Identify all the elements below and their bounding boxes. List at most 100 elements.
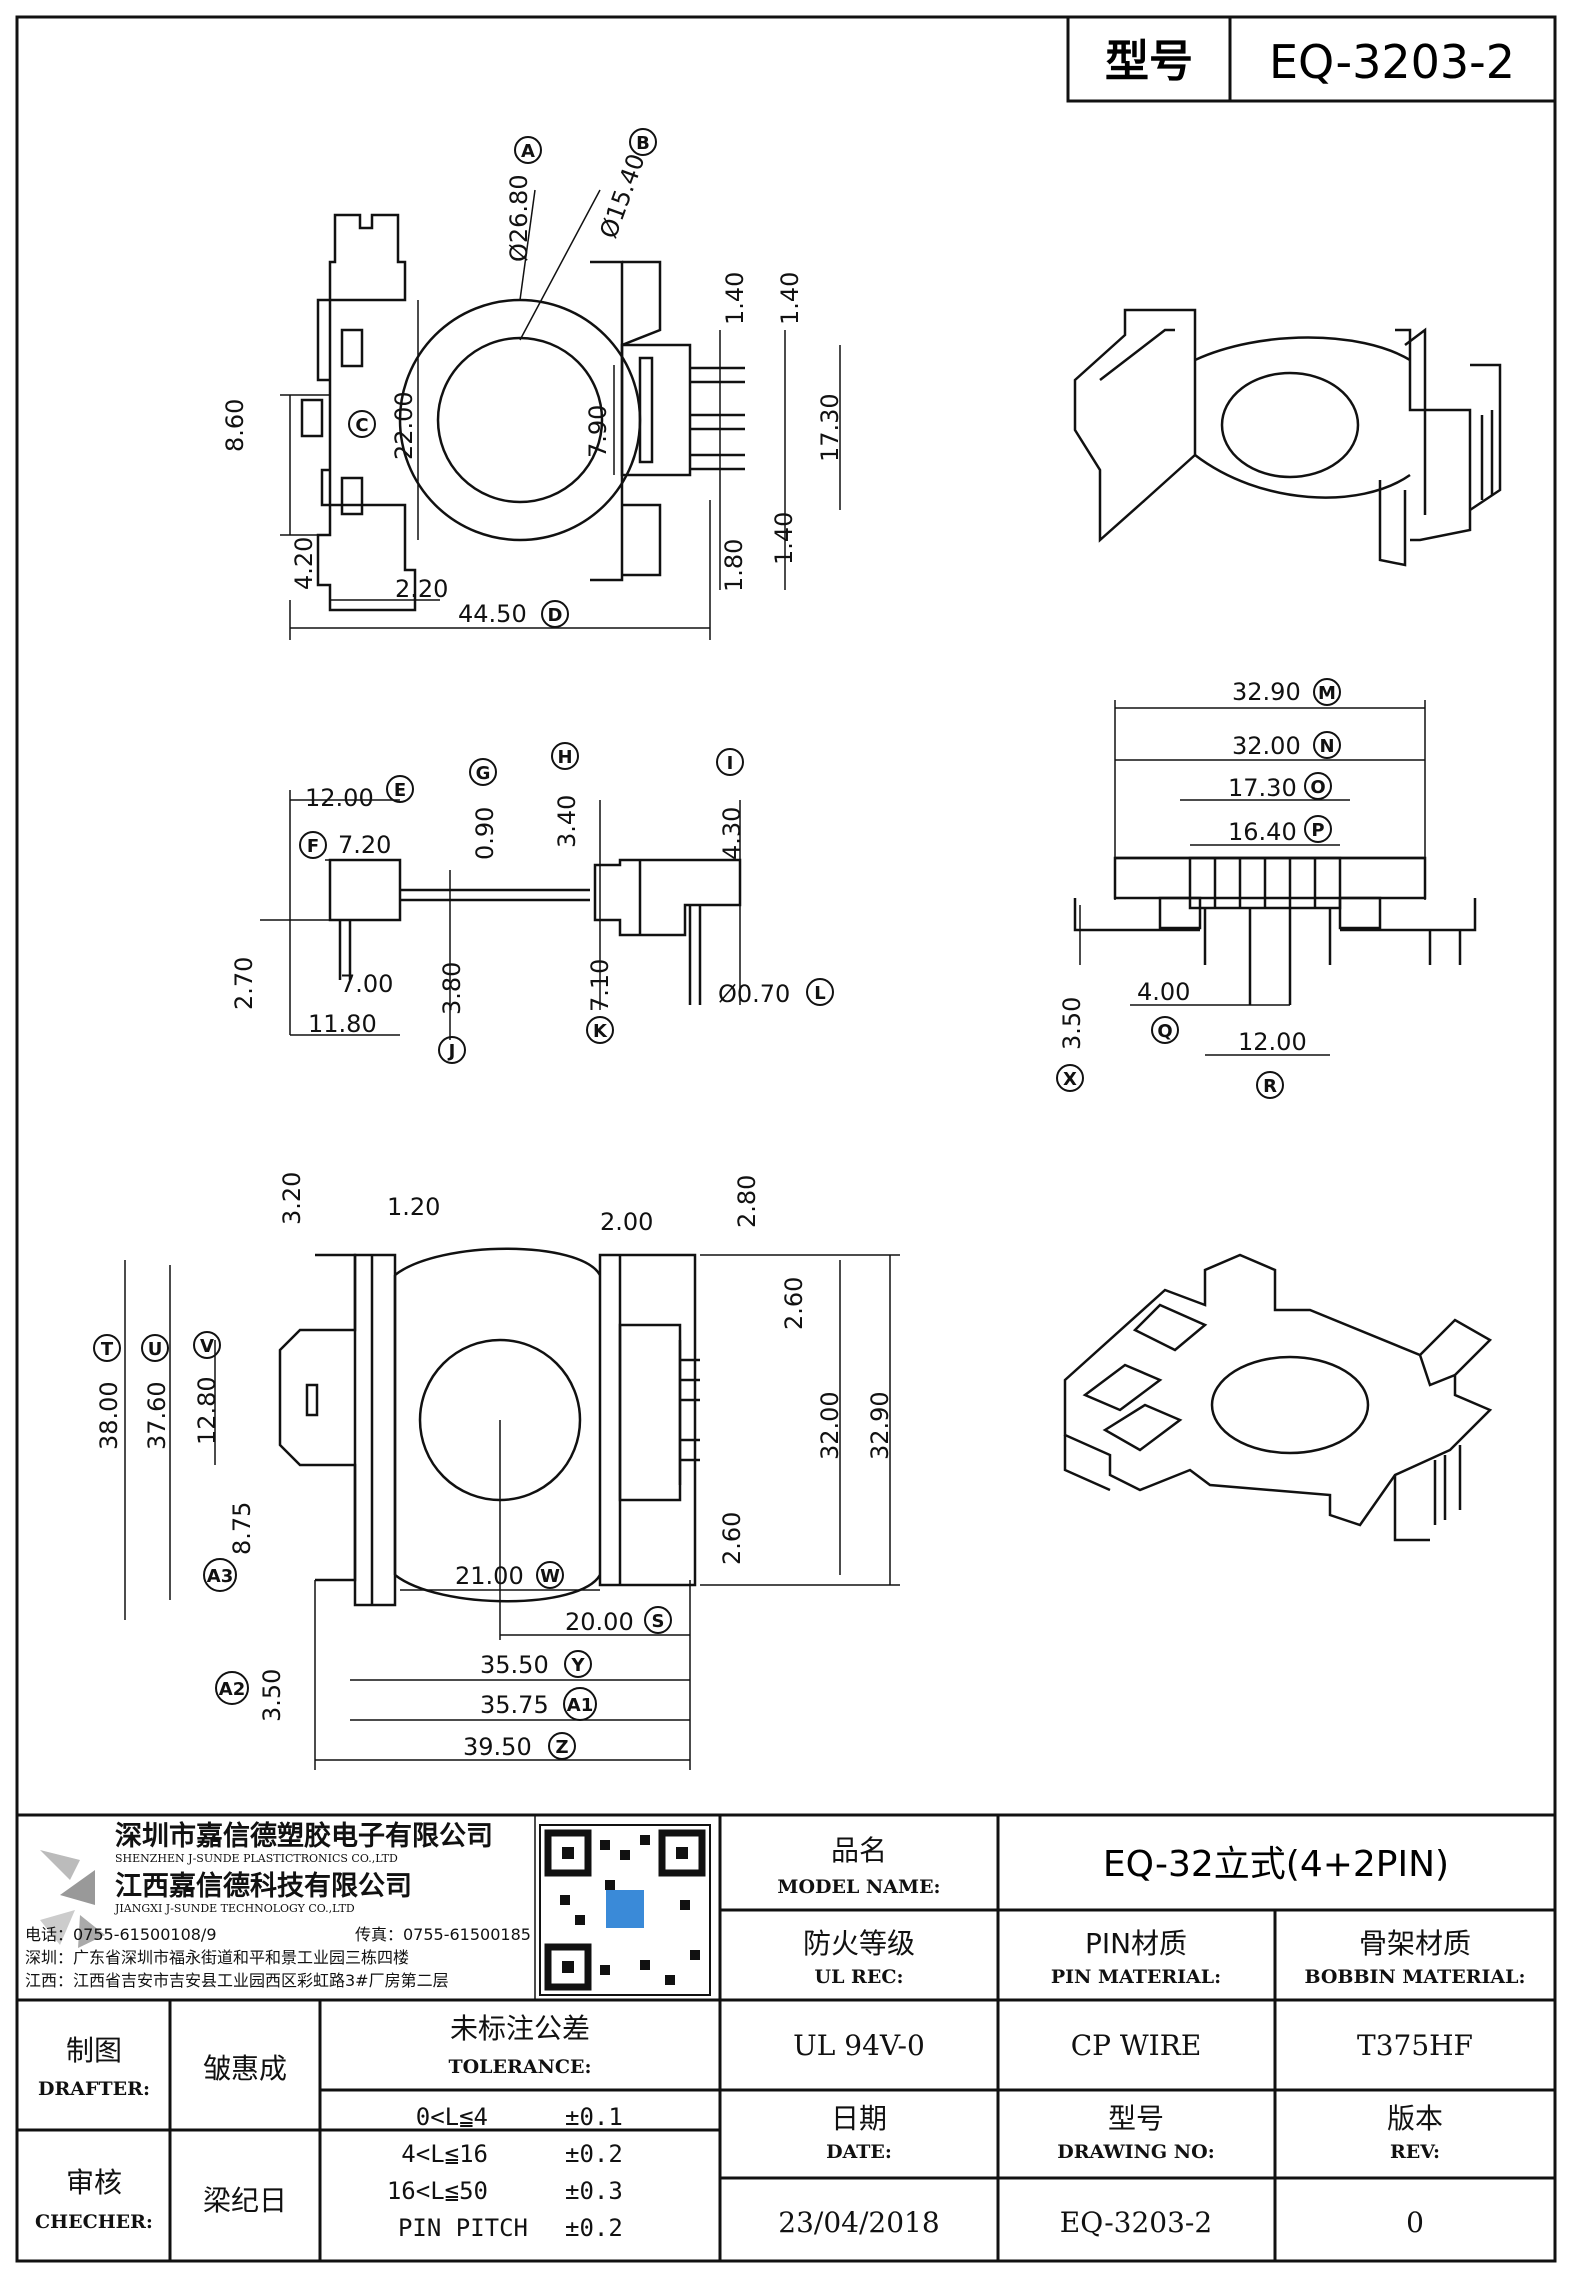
dim-tag-text: Y [570, 1655, 585, 1676]
rev-label-en: REV: [1390, 2141, 1440, 2163]
dim-tag-Z [548, 1732, 576, 1760]
tolerance-value: ±0.2 [565, 2214, 623, 2242]
dim-label: 17.30 [816, 393, 844, 462]
dim-tag-U [141, 1334, 169, 1362]
company-fax: 传真：0755-61500185 [355, 1925, 531, 1944]
dim-tag-J [438, 1036, 466, 1064]
bottom-view-dimensions: 3.20 1.20 2.00 2.80 2.60 38.00 T 37.60 U… [93, 1172, 894, 1761]
dim-label: 35.75 [480, 1691, 549, 1719]
dim-label: 2.80 [733, 1175, 761, 1228]
isometric-view-top [1073, 308, 1502, 567]
dim-label: 7.90 [584, 405, 612, 458]
dim-tag-text: E [394, 780, 406, 801]
drafter-value: 皱惠成 [203, 2052, 287, 2085]
dim-tag-A1 [563, 1687, 597, 1721]
tolerance-range: 16<L≦50 [387, 2177, 488, 2205]
ul-label-en: UL REC: [815, 1966, 904, 1988]
dim-label: 4.00 [1137, 978, 1190, 1006]
dim-label: 12.00 [1238, 1028, 1307, 1056]
dim-label: 21.00 [455, 1562, 524, 1590]
svg-text:Ø26.80: Ø26.80 [505, 174, 533, 262]
dim-tag-text: I [727, 753, 734, 774]
dim-label: 4.30 [718, 807, 746, 860]
title-block-text: 品名 MODEL NAME: EQ-32立式(4+2PIN) 防火等级 UL R… [35, 1834, 1526, 2242]
dim-tag-L [806, 978, 834, 1006]
dim-tag-text: L [814, 983, 825, 1004]
model-name-value: EQ-32立式(4+2PIN) [1103, 1844, 1449, 1885]
dim-label: 1.80 [720, 539, 748, 592]
dim-tag-text: O [1310, 777, 1325, 798]
pin-material-label-en: PIN MATERIAL: [1051, 1966, 1221, 1988]
front-view-dimensions: 32.90 M 32.00 N 17.30 O 16.40 P 3.50 X 4… [1056, 678, 1341, 1099]
tolerance-range: 4<L≦16 [401, 2140, 488, 2168]
checker-label-en: CHECHER: [35, 2211, 153, 2233]
bobbin-material-label-cn: 骨架材质 [1359, 1927, 1471, 1960]
dim-tag-text: M [1318, 683, 1336, 704]
dim-label: 22.00 [390, 391, 418, 460]
tolerance-range: PIN PITCH [398, 2214, 528, 2242]
model-name-label-en: MODEL NAME: [777, 1876, 940, 1898]
pin-material-label-cn: PIN材质 [1085, 1927, 1187, 1960]
dim-label: 3.40 [553, 795, 581, 848]
bottom-view-drawing [124, 1247, 900, 1770]
dim-tag-text: P [1311, 820, 1324, 841]
dim-tag-text: A [521, 141, 535, 162]
header-model-value: EQ-3203-2 [1269, 35, 1515, 89]
checker-value: 梁纪日 [203, 2184, 287, 2217]
date-label-cn: 日期 [831, 2102, 887, 2135]
dim-label: 7.10 [586, 959, 614, 1012]
dim-tag-text: Q [1157, 1021, 1172, 1042]
dim-tag-X [1056, 1064, 1084, 1092]
dim-tag-text: F [307, 836, 319, 857]
dim-label: 8.75 [228, 1502, 256, 1555]
dim-label: 2.20 [395, 575, 448, 603]
dim-label: 1.40 [721, 272, 749, 325]
date-value: 23/04/2018 [778, 2206, 939, 2239]
dim-label: 3.80 [438, 962, 466, 1015]
dim-tag-text: D [548, 605, 563, 626]
checker-label-cn: 审核 [66, 2166, 122, 2199]
model-name-label-cn: 品名 [831, 1834, 887, 1867]
dim-label: 0.90 [471, 807, 499, 860]
dim-tag-B [629, 128, 657, 156]
dim-tag-text: B [636, 133, 650, 154]
dim-tag-C [348, 410, 376, 438]
company-phone: 电话：0755-61500108/9 [25, 1925, 217, 1944]
dim-tag-text: N [1319, 736, 1334, 757]
tolerance-value: ±0.3 [565, 2177, 623, 2205]
dim-tag-E [386, 775, 414, 803]
dim-tag-Y [564, 1650, 592, 1678]
dim-label: 2.00 [600, 1208, 653, 1236]
dim-tag-text: G [476, 763, 491, 784]
dim-tag-text: A3 [207, 1566, 233, 1587]
side-view-drawing [260, 790, 742, 1040]
dim-tag-text: A2 [219, 1679, 245, 1700]
dim-tag-text: S [652, 1611, 665, 1632]
front-view-drawing [1073, 700, 1477, 1056]
dim-tag-text: K [593, 1021, 608, 1042]
dim-tag-text: C [355, 415, 368, 436]
dim-label: 32.90 [866, 1391, 894, 1460]
sheet-border [15, 15, 1557, 2263]
pin-material-value: CP WIRE [1071, 2029, 1202, 2062]
dim-tag-P [1304, 815, 1332, 843]
dim-label: 32.90 [1232, 678, 1301, 706]
dim-label: 2.60 [780, 1277, 808, 1330]
dim-label: 7.00 [340, 970, 393, 998]
dim-tag-N [1313, 731, 1341, 759]
dim-tag-T [93, 1334, 121, 1362]
tolerance-label-cn: 未标注公差 [450, 2012, 590, 2045]
dim-label: 4.20 [290, 537, 318, 590]
dim-tag-A2 [215, 1671, 249, 1705]
header-model-box: 型号 EQ-3203-2 [1066, 15, 1557, 103]
dim-tag-D [541, 600, 569, 628]
dim-label: Ø15.40 [594, 150, 650, 242]
dim-tag-M [1313, 678, 1341, 706]
dim-label: 8.60 [221, 399, 249, 452]
dim-label: 3.50 [1058, 997, 1086, 1050]
qr-code [539, 1824, 711, 1996]
rev-label-cn: 版本 [1387, 2102, 1443, 2135]
dim-label: 3.20 [278, 1172, 306, 1225]
dim-label: 44.50 [458, 600, 527, 628]
dim-tag-I [716, 748, 744, 776]
